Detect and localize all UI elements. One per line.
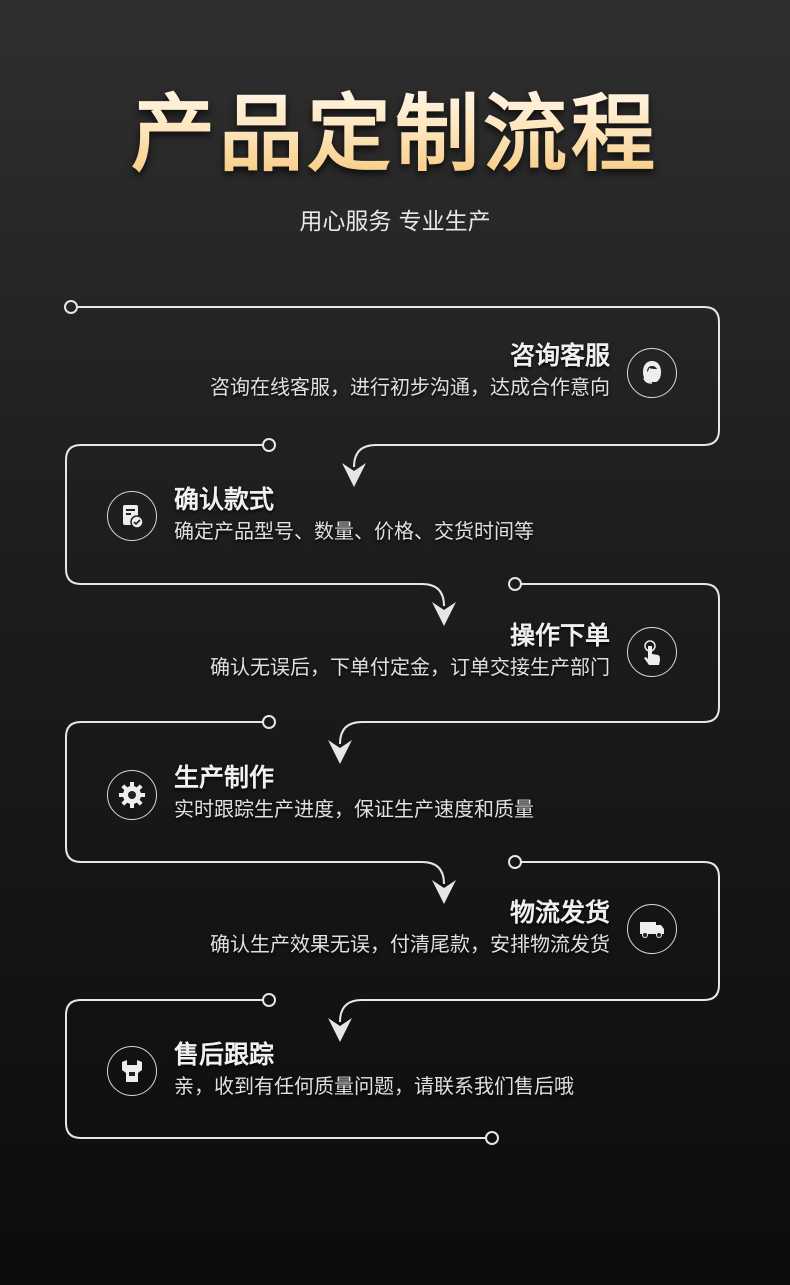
page-subtitle: 用心服务 专业生产: [299, 209, 491, 235]
step-desc: 确认生产效果无误，付清尾款，安排物流发货: [210, 932, 610, 956]
hand-tap-icon: [627, 627, 677, 677]
arrow-down-icon: [342, 463, 366, 487]
step-confirm-style: 确认款式 确定产品型号、数量、价格、交货时间等: [174, 484, 534, 546]
step-consult: 咨询客服 咨询在线客服，进行初步沟通，达成合作意向: [210, 340, 610, 402]
node-circle: [262, 438, 276, 452]
arrow-down-icon: [328, 1018, 352, 1042]
gear-icon: [107, 770, 157, 820]
step-title: 生产制作: [174, 763, 275, 792]
wrench-icon: [107, 1046, 157, 1096]
arrow-down-icon: [328, 740, 352, 764]
step-after-sales: 售后跟踪 亲，收到有任何质量问题，请联系我们售后哦: [174, 1039, 574, 1101]
connector-line: [65, 444, 445, 607]
step-title: 咨询客服: [509, 341, 610, 370]
arrow-down-icon: [432, 602, 456, 626]
step-desc: 实时跟踪生产进度，保证生产速度和质量: [174, 797, 534, 821]
customer-service-icon: [627, 348, 677, 398]
connector-line: [339, 861, 720, 1023]
step-title: 物流发货: [509, 898, 610, 927]
node-circle: [64, 300, 78, 314]
step-title: 售后跟踪: [174, 1040, 275, 1069]
truck-icon: [627, 904, 677, 954]
step-place-order: 操作下单 确认无误后，下单付定金，订单交接生产部门: [210, 620, 610, 682]
node-circle: [262, 715, 276, 729]
node-circle: [262, 993, 276, 1007]
connector-line: [339, 583, 720, 745]
end-node-circle: [485, 1131, 499, 1145]
node-circle: [508, 855, 522, 869]
arrow-down-icon: [432, 880, 456, 904]
page-title: 产品定制流程: [0, 84, 790, 184]
step-title: 确认款式: [174, 485, 275, 514]
step-production: 生产制作 实时跟踪生产进度，保证生产速度和质量: [174, 762, 534, 824]
step-title: 操作下单: [509, 621, 610, 650]
step-desc: 咨询在线客服，进行初步沟通，达成合作意向: [210, 375, 610, 399]
node-circle: [508, 577, 522, 591]
step-desc: 亲，收到有任何质量问题，请联系我们售后哦: [174, 1074, 574, 1098]
step-shipping: 物流发货 确认生产效果无误，付清尾款，安排物流发货: [210, 897, 610, 959]
step-desc: 确定产品型号、数量、价格、交货时间等: [174, 519, 534, 543]
connector-line: [77, 306, 720, 468]
connector-line: [65, 999, 486, 1139]
step-desc: 确认无误后，下单付定金，订单交接生产部门: [210, 655, 610, 679]
connector-line: [65, 721, 445, 885]
document-check-icon: [107, 491, 157, 541]
